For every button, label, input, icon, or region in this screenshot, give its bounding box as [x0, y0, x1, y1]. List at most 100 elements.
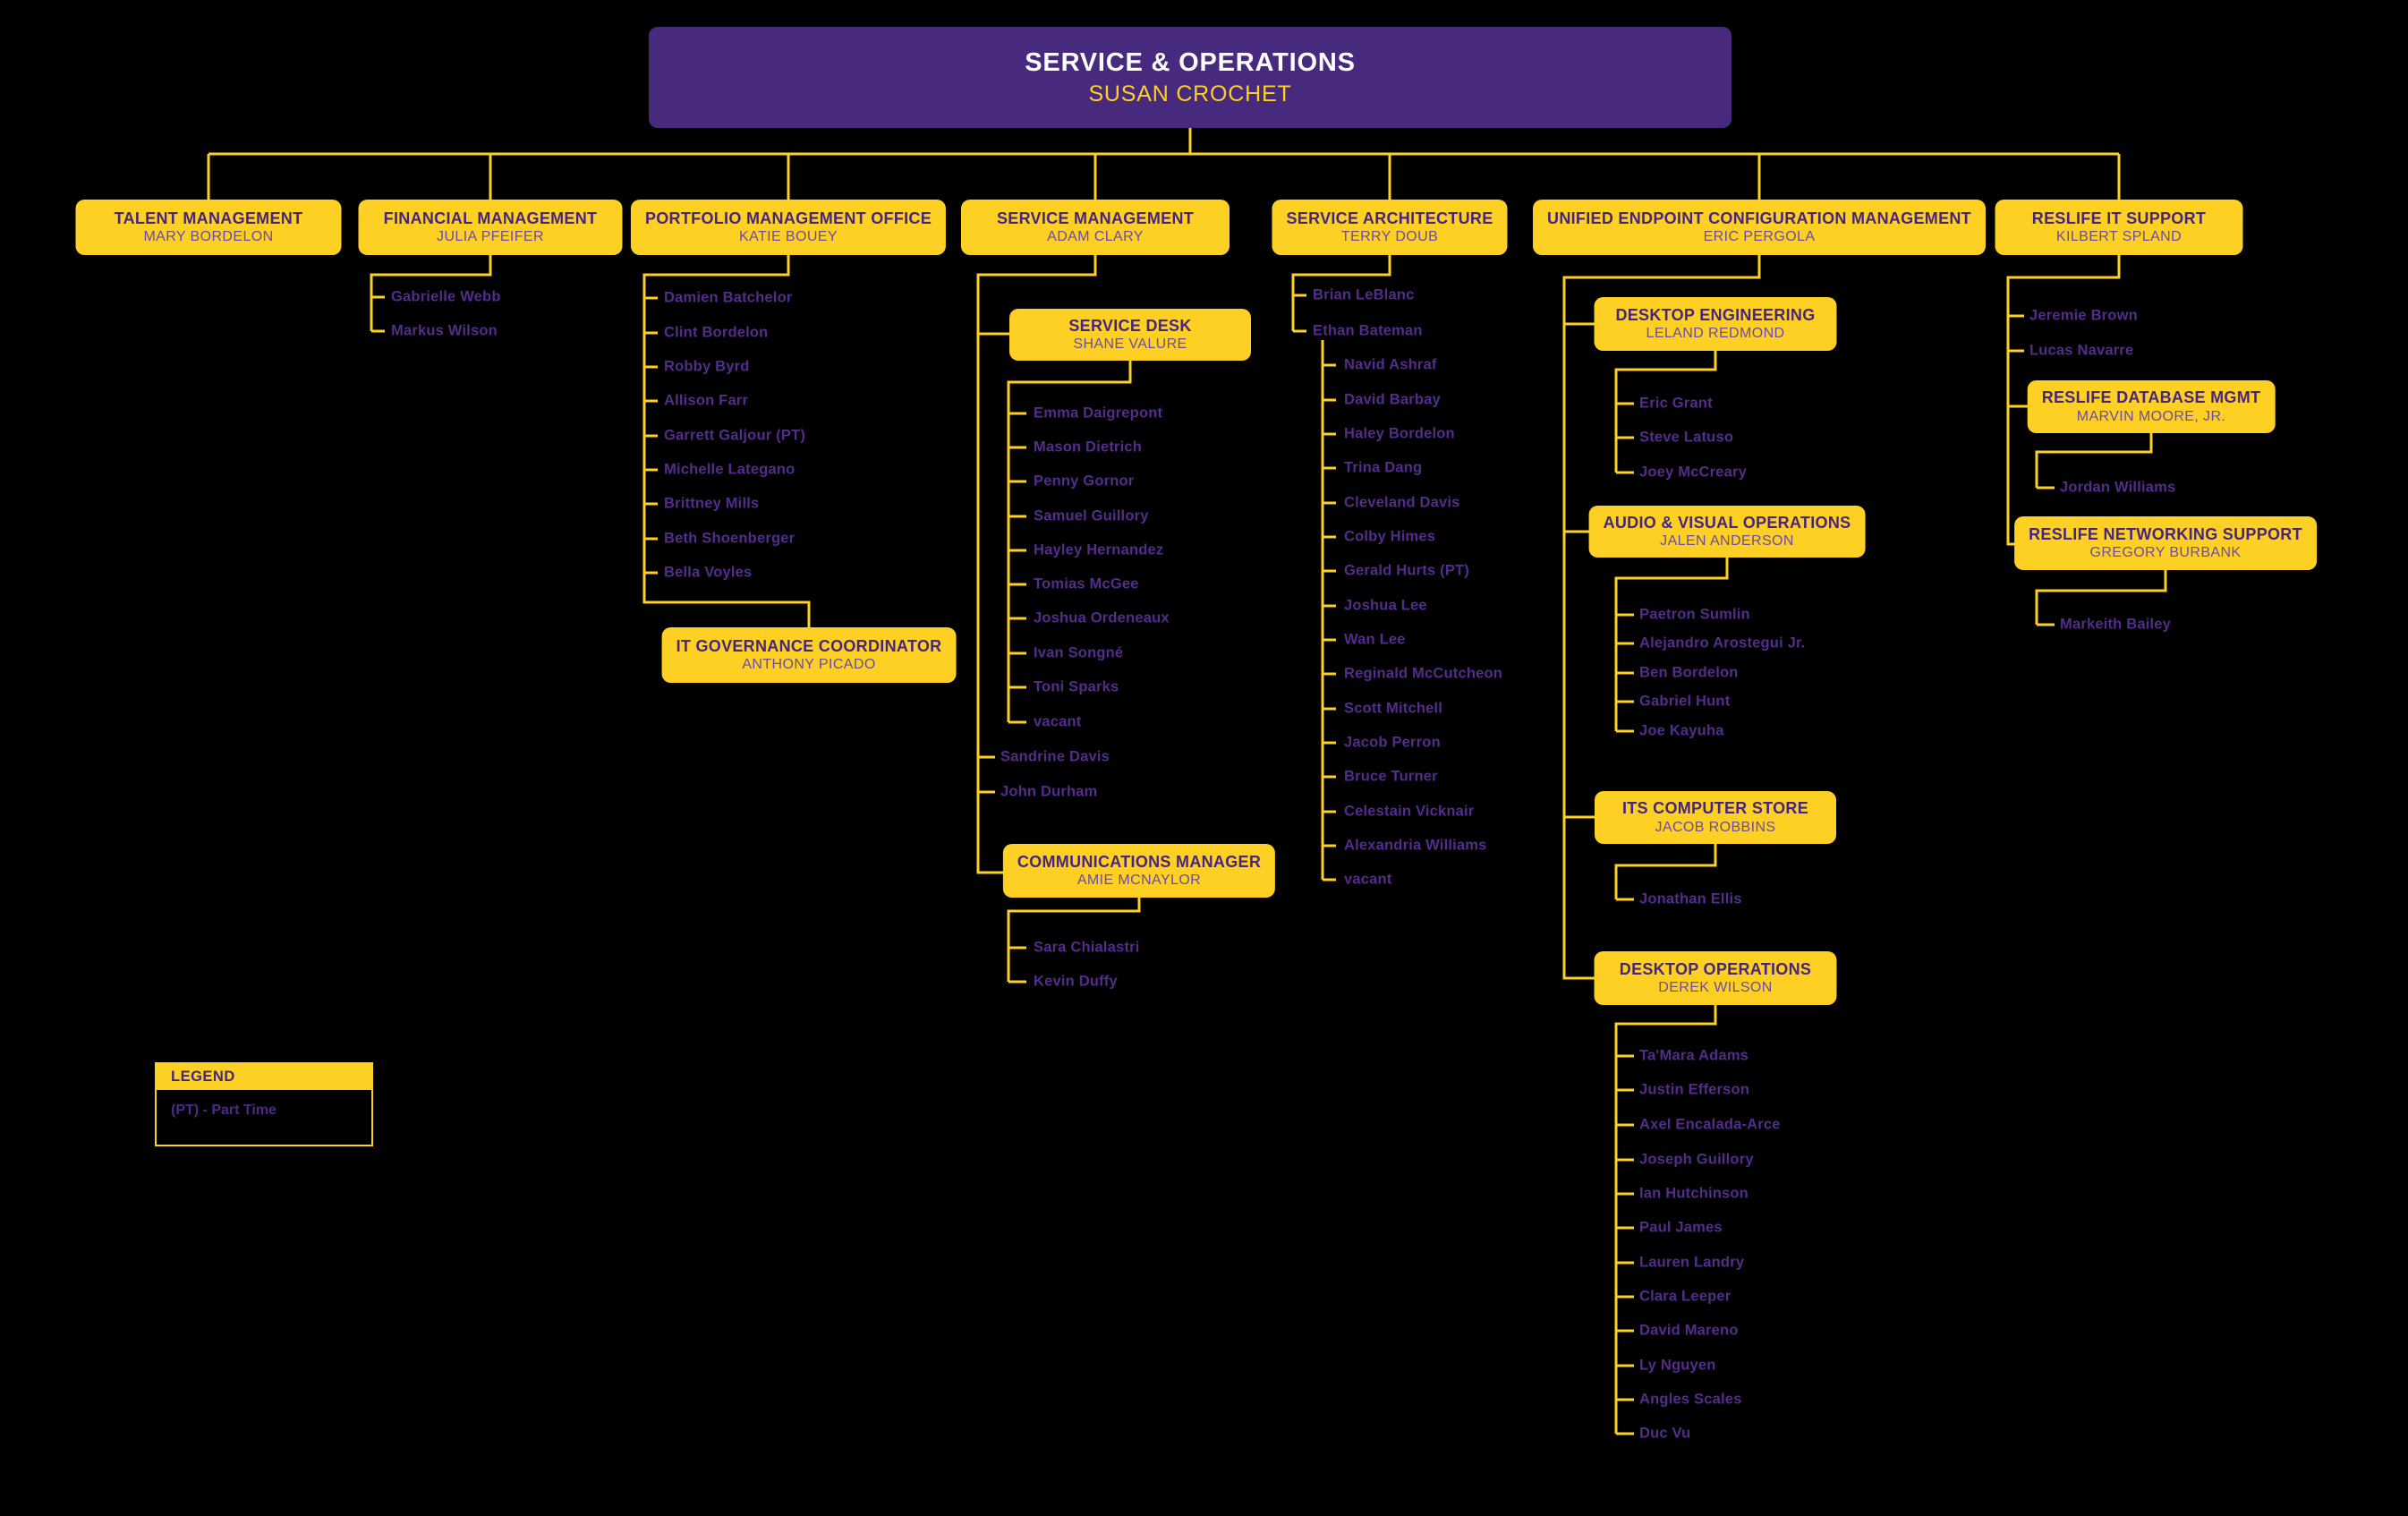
member-name[interactable]: Mason Dietrich — [1034, 439, 1143, 456]
org-node-person: GREGORY BURBANK — [2089, 545, 2242, 561]
member-name[interactable]: Joey McCreary — [1639, 464, 1748, 481]
member-name[interactable]: Alexandria Williams — [1344, 837, 1487, 854]
org-node-desktop-engineering[interactable]: DESKTOP ENGINEERING LELAND REDMOND — [1594, 297, 1837, 351]
member-name[interactable]: Angles Scales — [1639, 1391, 1742, 1408]
member-name[interactable]: Duc Vu — [1639, 1425, 1691, 1442]
member-name[interactable]: Trina Dang — [1344, 459, 1423, 476]
org-node-title: IT GOVERNANCE COORDINATOR — [676, 636, 942, 655]
member-name[interactable]: Alejandro Arostegui Jr. — [1639, 635, 1806, 652]
member-name[interactable]: Brian LeBlanc — [1313, 286, 1415, 303]
org-node-audio-visual-operations[interactable]: AUDIO & VISUAL OPERATIONS JALEN ANDERSON — [1588, 506, 1866, 558]
member-name[interactable]: Garrett Galjour (PT) — [664, 427, 806, 444]
member-name[interactable]: Toni Sparks — [1034, 678, 1119, 695]
member-name[interactable]: Ta'Mara Adams — [1639, 1047, 1749, 1064]
member-name[interactable]: Joseph Guillory — [1639, 1151, 1754, 1168]
member-name[interactable]: Clara Leeper — [1639, 1288, 1732, 1305]
org-node-title: RESLIFE DATABASE MGMT — [2041, 388, 2261, 407]
member-name[interactable]: Steve Latuso — [1639, 429, 1734, 446]
org-node-reslife-it-support[interactable]: RESLIFE IT SUPPORT KILBERT SPLAND — [1995, 200, 2243, 255]
member-name[interactable]: Penny Gornor — [1034, 473, 1135, 490]
org-node-reslife-database-mgmt[interactable]: RESLIFE DATABASE MGMT MARVIN MOORE, JR. — [2027, 380, 2276, 433]
org-node-talent-management[interactable]: TALENT MANAGEMENT MARY BORDELON — [75, 200, 342, 255]
member-name[interactable]: Damien Batchelor — [664, 289, 793, 306]
org-node-service-and-operations[interactable]: SERVICE & OPERATIONS SUSAN CROCHET — [649, 27, 1732, 128]
member-name[interactable]: Wan Lee — [1344, 631, 1406, 648]
org-node-title: PORTFOLIO MANAGEMENT OFFICE — [644, 209, 932, 227]
member-name[interactable]: Hayley Hernandez — [1034, 541, 1164, 558]
member-name[interactable]: Ethan Bateman — [1313, 322, 1423, 339]
member-name[interactable]: Cleveland Davis — [1344, 494, 1460, 511]
member-name[interactable]: Lauren Landry — [1639, 1254, 1745, 1271]
org-node-service-architecture[interactable]: SERVICE ARCHITECTURE TERRY DOUB — [1272, 200, 1508, 255]
member-name[interactable]: Beth Shoenberger — [664, 530, 796, 547]
member-name[interactable]: Joe Kayuha — [1639, 722, 1724, 739]
member-name[interactable]: Brittney Mills — [664, 495, 760, 512]
member-name[interactable]: Michelle Lategano — [664, 461, 796, 478]
org-node-it-governance-coordinator[interactable]: IT GOVERNANCE COORDINATOR ANTHONY PICADO — [661, 627, 957, 683]
member-name[interactable]: Gerald Hurts (PT) — [1344, 562, 1470, 579]
org-node-person: MARY BORDELON — [143, 229, 274, 245]
member-name[interactable]: Justin Efferson — [1639, 1081, 1750, 1098]
member-name[interactable]: Kevin Duffy — [1034, 973, 1118, 990]
member-name[interactable]: David Barbay — [1344, 391, 1441, 408]
org-node-service-desk[interactable]: SERVICE DESK SHANE VALURE — [1009, 309, 1251, 361]
org-node-person: ANTHONY PICADO — [742, 657, 876, 673]
org-node-communications-manager[interactable]: COMMUNICATIONS MANAGER AMIE MCNAYLOR — [1002, 844, 1276, 898]
member-name[interactable]: Jeremie Brown — [2029, 307, 2138, 324]
member-name[interactable]: Allison Farr — [664, 392, 749, 409]
org-node-person: KILBERT SPLAND — [2055, 229, 2183, 245]
member-name[interactable]: Gabrielle Webb — [391, 288, 501, 305]
member-name[interactable]: Jonathan Ellis — [1639, 890, 1742, 907]
member-name[interactable]: Emma Daigrepont — [1034, 405, 1163, 422]
member-name[interactable]: vacant — [1034, 713, 1082, 730]
member-name[interactable]: Eric Grant — [1639, 395, 1713, 412]
org-node-unified-endpoint-configuration-management[interactable]: UNIFIED ENDPOINT CONFIGURATION MANAGEMEN… — [1533, 200, 1986, 255]
member-name[interactable]: Clint Bordelon — [664, 324, 769, 341]
org-node-service-management[interactable]: SERVICE MANAGEMENT ADAM CLARY — [961, 200, 1230, 255]
member-name[interactable]: Scott Mitchell — [1344, 700, 1443, 717]
member-name[interactable]: Jordan Williams — [2060, 479, 2176, 496]
org-node-person: MARVIN MOORE, JR. — [2076, 408, 2226, 424]
org-node-portfolio-management-office[interactable]: PORTFOLIO MANAGEMENT OFFICE KATIE BOUEY — [630, 200, 947, 255]
org-node-title: DESKTOP OPERATIONS — [1619, 959, 1812, 978]
member-name[interactable]: Sandrine Davis — [1000, 748, 1110, 765]
member-name[interactable]: Markus Wilson — [391, 322, 498, 339]
org-node-person: ADAM CLARY — [1047, 229, 1144, 245]
member-name[interactable]: Bella Voyles — [664, 564, 753, 581]
member-name[interactable]: David Mareno — [1639, 1322, 1739, 1339]
member-name[interactable]: Celestain Vicknair — [1344, 803, 1475, 820]
org-node-reslife-networking-support[interactable]: RESLIFE NETWORKING SUPPORT GREGORY BURBA… — [2014, 516, 2317, 570]
member-name[interactable]: Colby Himes — [1344, 528, 1436, 545]
member-name[interactable]: Joshua Lee — [1344, 597, 1427, 614]
member-name[interactable]: Robby Byrd — [664, 358, 750, 375]
org-node-its-computer-store[interactable]: ITS COMPUTER STORE JACOB ROBBINS — [1595, 791, 1836, 844]
org-node-desktop-operations[interactable]: DESKTOP OPERATIONS DEREK WILSON — [1594, 951, 1837, 1005]
org-node-person: LELAND REDMOND — [1646, 326, 1785, 342]
member-name[interactable]: Joshua Ordeneaux — [1034, 609, 1170, 626]
member-name[interactable]: Ly Nguyen — [1639, 1357, 1716, 1374]
member-name[interactable]: Navid Ashraf — [1344, 356, 1437, 373]
member-name[interactable]: Ian Hutchinson — [1639, 1185, 1749, 1202]
member-name[interactable]: Axel Encalada-Arce — [1639, 1116, 1781, 1133]
org-node-title: SERVICE DESK — [1068, 316, 1192, 335]
member-name[interactable]: Haley Bordelon — [1344, 425, 1455, 442]
org-node-title: UNIFIED ENDPOINT CONFIGURATION MANAGEMEN… — [1547, 209, 1971, 227]
member-name[interactable]: Paul James — [1639, 1219, 1723, 1236]
member-name[interactable]: Samuel Guillory — [1034, 507, 1149, 524]
org-node-financial-management[interactable]: FINANCIAL MANAGEMENT JULIA PFEIFER — [358, 200, 623, 255]
member-name[interactable]: Tomias McGee — [1034, 575, 1139, 592]
member-name[interactable]: vacant — [1344, 871, 1392, 888]
member-name[interactable]: Sara Chialastri — [1034, 939, 1140, 956]
member-name[interactable]: Ivan Songné — [1034, 644, 1124, 661]
member-name[interactable]: Reginald McCutcheon — [1344, 665, 1503, 682]
org-node-title: SERVICE ARCHITECTURE — [1286, 209, 1493, 227]
member-name[interactable]: Jacob Perron — [1344, 734, 1441, 751]
member-name[interactable]: Gabriel Hunt — [1639, 693, 1731, 710]
member-name[interactable]: Lucas Navarre — [2029, 342, 2134, 359]
member-name[interactable]: Bruce Turner — [1344, 768, 1438, 785]
member-name[interactable]: Paetron Sumlin — [1639, 606, 1750, 623]
member-name[interactable]: John Durham — [1000, 783, 1098, 800]
member-name[interactable]: Ben Bordelon — [1639, 664, 1739, 681]
member-name[interactable]: Markeith Bailey — [2060, 616, 2172, 633]
